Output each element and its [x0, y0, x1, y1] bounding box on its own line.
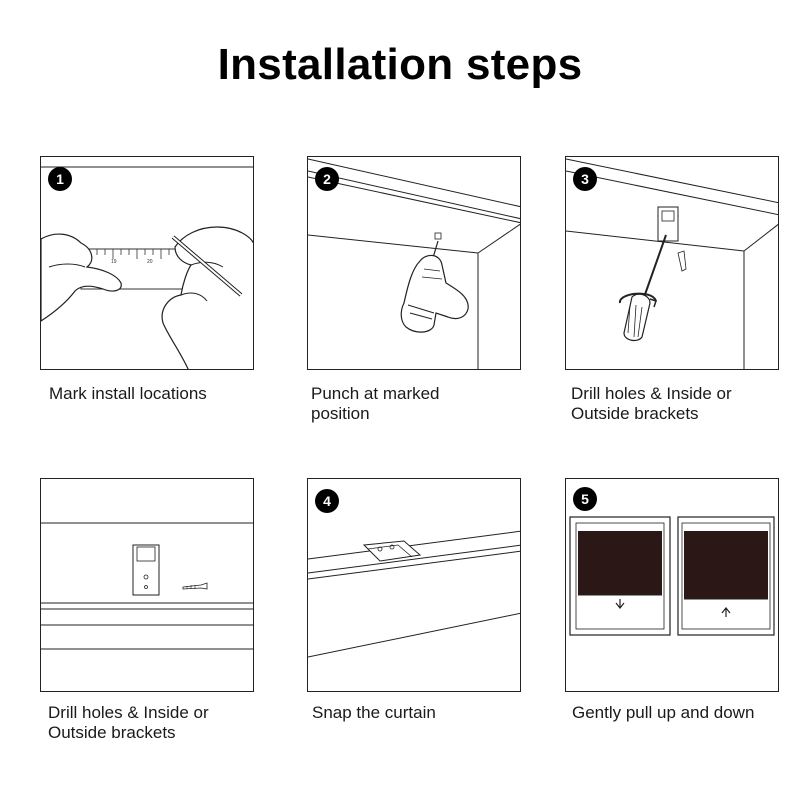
- mark-locations-illustration: 19 20 1: [41, 166, 253, 369]
- step-number-badge: [315, 167, 339, 191]
- shade-lowered: [578, 531, 662, 595]
- step-panel-4: 4: [307, 478, 521, 692]
- snap-curtain-illustration: 4: [308, 489, 520, 658]
- page-title: Installation steps: [217, 40, 583, 89]
- left-hand: [41, 233, 122, 322]
- step-panel-1: 19 20 1: [40, 156, 254, 370]
- tape-number-20: 20: [147, 259, 153, 265]
- drill-tool: [400, 254, 469, 333]
- step-number-badge: [48, 167, 72, 191]
- caption-step-2: Punch at marked position: [311, 384, 440, 423]
- step-number-badge: [573, 167, 597, 191]
- step-number: 4: [323, 493, 331, 509]
- tape-number-19: 19: [111, 259, 117, 265]
- caption-step-1: Mark install locations: [49, 384, 207, 403]
- caption-step-3: Drill holes & Inside or Outside brackets: [571, 384, 732, 423]
- step-panel-bracket-detail: [40, 478, 254, 692]
- bracket-detail-illustration: [41, 522, 253, 650]
- bracket: [362, 540, 422, 562]
- right-hand: [161, 226, 253, 369]
- step-number: 1: [56, 171, 64, 187]
- step-number-badge: [573, 487, 597, 511]
- drill-bracket-illustration: 3: [566, 158, 778, 369]
- arrow-down-icon: [615, 599, 625, 609]
- step-number: 3: [581, 171, 589, 187]
- arrow-up-icon: [721, 607, 731, 617]
- caption-bracket-detail: Drill holes & Inside or Outside brackets: [48, 703, 209, 742]
- step-panel-3: 3: [565, 156, 779, 370]
- screwdriver: [623, 293, 651, 342]
- screw: [677, 250, 687, 272]
- punch-illustration: 2: [308, 158, 520, 369]
- step-panel-5: 5: [565, 478, 779, 692]
- step-number: 5: [581, 491, 589, 507]
- pull-shade-illustration: 5: [569, 487, 775, 636]
- step-panel-2: 2: [307, 156, 521, 370]
- step-number-badge: [315, 489, 339, 513]
- shade-raised: [684, 531, 768, 599]
- caption-step-5: Gently pull up and down: [572, 703, 755, 722]
- caption-step-4: Snap the curtain: [312, 703, 436, 722]
- step-number: 2: [323, 171, 331, 187]
